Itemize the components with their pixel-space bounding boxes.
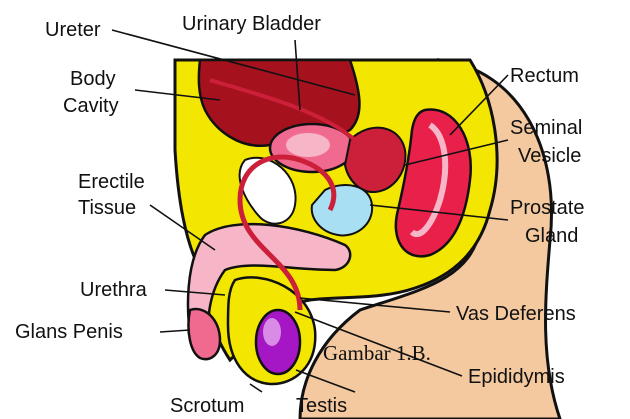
label-erectile-tissue-2: Tissue — [78, 197, 136, 219]
label-epididymis: Epididymis — [468, 366, 565, 388]
label-glans-penis: Glans Penis — [15, 321, 123, 343]
bladder-highlight — [286, 133, 330, 157]
label-prostate-gland-2: Gland — [525, 225, 578, 247]
label-urethra: Urethra — [80, 279, 148, 301]
label-vas-deferens: Vas Deferens — [456, 303, 576, 325]
label-seminal-vesicle-1: Seminal — [510, 117, 582, 139]
caption: Gambar 1.B. — [323, 341, 431, 365]
label-urinary-bladder: Urinary Bladder — [182, 13, 321, 35]
label-body-cavity-2: Cavity — [63, 95, 119, 117]
label-prostate-gland-1: Prostate — [510, 197, 584, 219]
label-ureter: Ureter — [45, 19, 101, 41]
testis-highlight — [263, 318, 281, 346]
label-scrotum: Scrotum — [170, 395, 244, 417]
label-rectum: Rectum — [510, 65, 579, 87]
label-body-cavity-1: Body — [70, 68, 116, 90]
label-erectile-tissue-1: Erectile — [78, 171, 145, 193]
label-seminal-vesicle-2: Vesicle — [518, 145, 581, 167]
label-testis: Testis — [296, 395, 347, 417]
